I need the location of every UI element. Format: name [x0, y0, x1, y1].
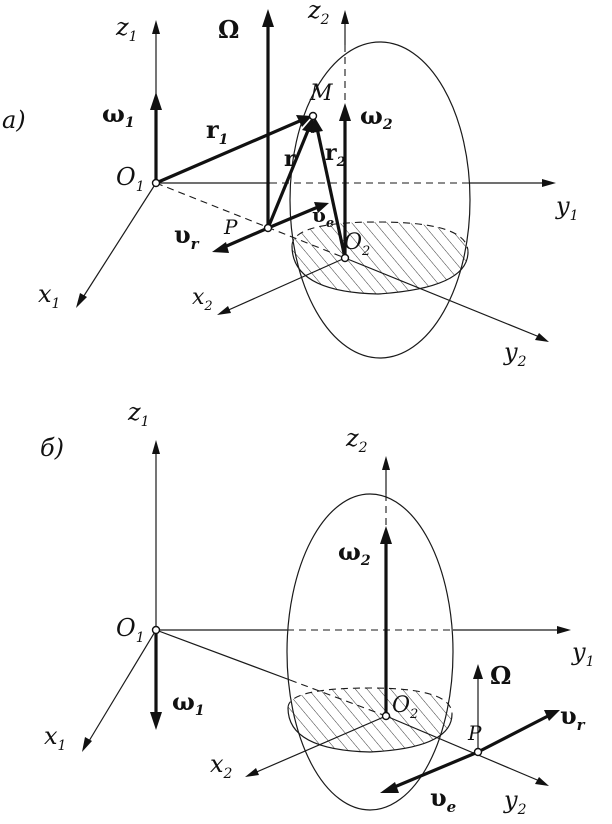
- panel-a-r2-label: r2: [325, 140, 346, 170]
- panel-a-x1-arrowhead: [76, 293, 87, 308]
- panel-a-x1-label: x1: [38, 280, 60, 312]
- panel-a-r-vector: [266, 127, 311, 229]
- panel-a-point-o1: [151, 178, 161, 188]
- panel-b-vr-label: υr: [560, 701, 586, 734]
- panel-b-vr-vector: [477, 714, 549, 754]
- panel-b-x1-label: x1: [44, 722, 66, 754]
- panel-a-x1-axis: [79, 182, 157, 303]
- panel-a-omega2-arrowhead: [339, 103, 351, 121]
- panel-a-z2-arrowhead: [341, 10, 349, 24]
- panel-a-section-front: [291, 245, 469, 295]
- panel-a-r2-vector: [315, 127, 347, 259]
- panel-b-o2-label: O2: [392, 693, 418, 722]
- panel-b-ve-label: υe: [430, 783, 456, 816]
- panel-b-o1-label: O1: [116, 614, 145, 646]
- panel-b-x1-arrowhead: [82, 737, 92, 752]
- panel-b-o1-o2-dashed: [289, 679, 387, 717]
- panel-b-y1-label: y1: [571, 638, 594, 670]
- panel-a-r1-vector: [155, 118, 303, 185]
- panel-b-hatched-section: [288, 688, 452, 752]
- panel-a-o1-o2-dashed: [155, 182, 346, 259]
- panel-a-r2-arrowhead: [311, 116, 323, 133]
- panel-a-x2-label: x2: [192, 285, 213, 314]
- panel-a-vr-vector: [221, 226, 269, 250]
- panel-a-vr-arrowhead: [212, 242, 229, 253]
- panel-a-Omega-arrowhead: [262, 9, 274, 27]
- panel-a-point-m: [308, 111, 318, 121]
- panel-a-y2-label: y2: [503, 338, 527, 370]
- panel-a-body-outline: [289, 41, 471, 359]
- panel-a-o2-label: O2: [344, 230, 370, 259]
- panel-b-z2-label: z2: [345, 424, 368, 456]
- panel-b-z2-arrowhead: [382, 456, 390, 470]
- panel-b-omega2-label: ω2: [338, 537, 371, 569]
- panel-b-section-back: [287, 687, 453, 715]
- panel-a-y2-axis: [344, 257, 543, 339]
- panel-b: б): [40, 398, 594, 818]
- panel-a-vr-label: υr: [174, 220, 200, 253]
- panel-a-ve-label: υe: [312, 203, 334, 231]
- panel-a-ve-arrowhead: [314, 202, 329, 213]
- panel-b-p-label: P: [467, 721, 482, 745]
- panel-a-y1-arrowhead: [542, 179, 556, 187]
- panel-b-Omega-arrowhead: [473, 664, 483, 679]
- panel-a: а): [2, 0, 578, 370]
- panel-a-omega2-label: ω2: [360, 101, 393, 133]
- panel-a-Omega-label: Ω: [218, 15, 239, 44]
- panel-b-body-outline: [286, 493, 454, 811]
- panel-b-x2-arrowhead: [245, 768, 259, 777]
- panel-b-z1-arrowhead: [152, 440, 160, 454]
- panel-a-point-o2: [340, 253, 350, 263]
- panel-b-y2-label: y2: [503, 786, 527, 818]
- panel-b-omega1-label: ω1: [172, 687, 205, 719]
- panel-b-x1-axis: [85, 629, 157, 747]
- panel-b-omega1-arrowhead: [150, 712, 162, 730]
- panel-a-r-label: r: [284, 146, 296, 172]
- panel-b-point-p: [473, 747, 483, 757]
- panel-a-z2-label: z2: [307, 0, 330, 28]
- panel-b-Omega-label: Ω: [490, 661, 511, 690]
- panel-b-section-front: [287, 707, 453, 753]
- panel-a-y2-arrowhead: [535, 333, 549, 342]
- panel-a-omega1-label: ω1: [102, 99, 135, 131]
- panel-a-y1-label: y1: [555, 192, 578, 224]
- panel-b-x2-axis: [251, 715, 387, 775]
- panel-b-y2-axis: [385, 715, 543, 783]
- panel-b-point-o1: [151, 625, 161, 635]
- panel-a-section-back: [291, 221, 469, 253]
- panel-b-point-o2: [381, 711, 391, 721]
- panel-a-z1-label: z1: [115, 13, 138, 45]
- panel-a-point-p: [263, 223, 273, 233]
- panel-a-hatched-section: [292, 222, 468, 294]
- panel-a-r1-arrowhead: [296, 115, 312, 127]
- panel-b-label: б): [40, 434, 64, 462]
- panel-a-x2-axis: [223, 257, 346, 313]
- panel-a-o1-label: O1: [116, 163, 145, 195]
- panel-b-omega2-arrowhead: [380, 526, 392, 544]
- panel-b-y1-arrowhead: [557, 626, 571, 634]
- panel-a-p-label: P: [223, 215, 238, 239]
- panel-a-label: а): [2, 106, 26, 134]
- panel-b-x2-label: x2: [210, 750, 233, 782]
- panel-b-ve-vector: [391, 750, 479, 790]
- panel-a-x2-arrowhead: [217, 306, 231, 315]
- panel-a-r1-label: r1: [206, 115, 228, 148]
- panel-b-vr-arrowhead: [544, 710, 560, 721]
- panel-a-ve-vector: [267, 205, 319, 230]
- panel-b-y2-arrowhead: [535, 777, 549, 786]
- panel-b-o1-o2-solid: [155, 629, 291, 681]
- panel-b-ve-arrowhead: [380, 782, 399, 793]
- panel-a-m-label: M: [309, 81, 333, 106]
- panel-b-z1-label: z1: [127, 398, 150, 430]
- panel-a-r-arrowhead: [302, 117, 314, 133]
- panel-a-omega1-arrowhead: [150, 92, 162, 110]
- panel-a-z1-arrowhead: [152, 20, 160, 34]
